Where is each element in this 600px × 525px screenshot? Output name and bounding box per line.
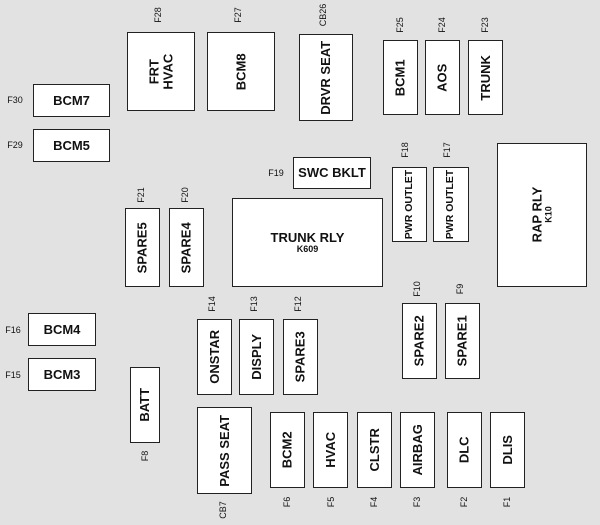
fuse-name: SPARE5 xyxy=(134,221,150,274)
fuse-id-label: F18 xyxy=(400,142,410,158)
fuse-id-label: F4 xyxy=(369,496,379,508)
fuse-id-label: F30 xyxy=(7,95,23,105)
fuse-name: BCM2 xyxy=(279,431,295,469)
fuse-f14: ONSTAR xyxy=(197,319,232,395)
fuse-name: PWR OUTLET xyxy=(403,169,415,240)
fuse-name: BATT xyxy=(137,388,153,422)
fuse-id-label: CB7 xyxy=(218,501,228,519)
fuse-id-label: F17 xyxy=(442,142,452,158)
fuse-cb26: DRVR SEAT xyxy=(299,34,353,121)
fuse-name: CLSTR xyxy=(366,428,382,472)
fuse-cb7: PASS SEAT xyxy=(197,407,252,494)
fuse-id-label: F6 xyxy=(282,496,292,508)
fuse-f5: HVAC xyxy=(313,412,348,488)
fuse-f10: SPARE2 xyxy=(402,303,437,379)
fuse-name: BCM8 xyxy=(233,53,249,90)
fuse-id-label: F8 xyxy=(140,450,150,462)
fuse-name: DRVR SEAT xyxy=(318,40,334,115)
relay-name-text: TRUNK RLY xyxy=(270,229,345,245)
fuse-f6: BCM2 xyxy=(270,412,305,488)
fuse-name: SPARE4 xyxy=(178,221,194,274)
fuse-f29: BCM5 xyxy=(33,129,110,162)
fuse-name: BCM1 xyxy=(392,59,408,96)
fuse-id-label: F12 xyxy=(293,296,303,312)
fuse-name: BCM4 xyxy=(43,321,81,337)
fuse-f19: SWC BKLT xyxy=(293,157,371,189)
fuse-f4: CLSTR xyxy=(357,412,392,488)
fuse-id-label: F19 xyxy=(268,168,284,178)
fuse-name: SPARE3 xyxy=(292,331,308,383)
fuse-id-label: F14 xyxy=(207,296,217,312)
fuse-f8: BATT xyxy=(130,367,160,443)
relay-name-text: RAP RLY xyxy=(529,187,545,243)
relay-id: K10 xyxy=(543,206,554,224)
fuse-f23: TRUNK xyxy=(468,40,503,115)
fuse-f16: BCM4 xyxy=(28,313,96,346)
fuse-id-label: F23 xyxy=(480,17,490,33)
fuse-name: BCM3 xyxy=(43,366,81,382)
fuse-id-label: F27 xyxy=(233,7,243,23)
fuse-name: AOS xyxy=(434,63,450,92)
fuse-f15: BCM3 xyxy=(28,358,96,391)
fuse-id-label: F24 xyxy=(437,17,447,33)
fuse-id-label: F10 xyxy=(412,281,422,297)
fuse-f20: SPARE4 xyxy=(169,208,204,287)
fuse-id-label: F28 xyxy=(153,7,163,23)
fuse-id-label: F20 xyxy=(180,187,190,203)
fuse-name: BCM5 xyxy=(53,137,90,153)
fuse-f17: PWR OUTLET xyxy=(433,167,469,242)
fuse-id-label: F21 xyxy=(136,187,146,203)
fuse-f24: AOS xyxy=(425,40,460,115)
fuse-name: DISPLY xyxy=(248,334,264,380)
fuse-f9: SPARE1 xyxy=(445,303,480,379)
fuse-f2: DLC xyxy=(447,412,482,488)
fuse-name: PASS SEAT xyxy=(216,414,232,487)
fuse-id-label: F2 xyxy=(459,496,469,508)
fuse-f21: SPARE5 xyxy=(125,208,160,287)
fuse-f30: BCM7 xyxy=(33,84,110,117)
fuse-name: HVAC xyxy=(322,432,338,468)
fuse-id-label: F25 xyxy=(395,17,405,33)
fuse-name: SWC BKLT xyxy=(298,165,366,181)
fuse-id-label: F3 xyxy=(412,496,422,508)
fuse-name: SPARE2 xyxy=(411,315,427,367)
fuse-f18: PWR OUTLET xyxy=(392,167,427,242)
fuse-id-label: F15 xyxy=(5,370,21,380)
fuse-id-label: CB26 xyxy=(318,3,328,27)
fuse-id-label: F5 xyxy=(326,496,336,508)
fuse-id-label: F29 xyxy=(7,140,23,150)
fuse-id-label: F16 xyxy=(5,325,21,335)
fuse-f25: BCM1 xyxy=(383,40,418,115)
fuse-f12: SPARE3 xyxy=(283,319,318,395)
fuse-name: DLIS xyxy=(499,435,515,465)
fuse-name: AIRBAG xyxy=(409,424,425,476)
fuse-f27: BCM8 xyxy=(207,32,275,111)
fuse-name: BCM7 xyxy=(53,92,90,108)
fuse-name: TRUNK xyxy=(477,54,493,101)
fuse-name: ONSTAR xyxy=(206,330,222,384)
fuse-name: PWR OUTLET xyxy=(444,169,457,240)
fuse-id-label: F1 xyxy=(502,496,512,508)
fuse-id-label: F9 xyxy=(455,283,465,295)
fuse-f3: AIRBAG xyxy=(400,412,435,488)
relay-id: K609 xyxy=(296,243,319,254)
fuse-name: DLC xyxy=(456,436,472,464)
fuse-f13: DISPLY xyxy=(239,319,274,395)
fuse-id-label: F13 xyxy=(249,296,259,312)
fuse-f1: DLIS xyxy=(490,412,525,488)
fuse-name: SPARE1 xyxy=(454,315,470,367)
